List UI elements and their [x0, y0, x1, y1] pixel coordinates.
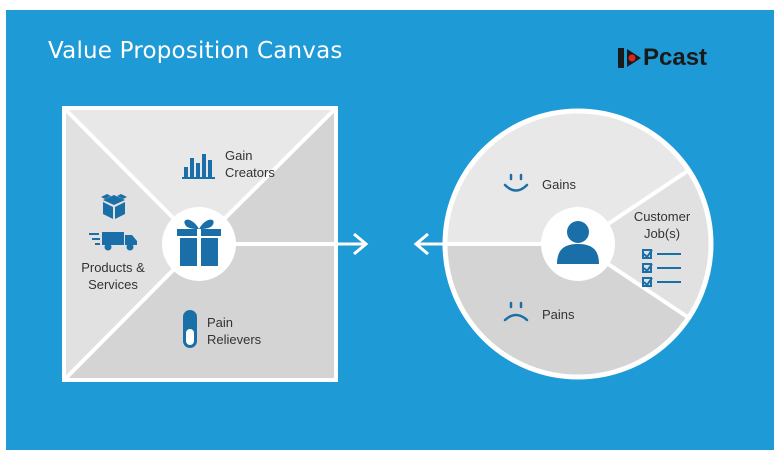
logo-bar [618, 48, 624, 68]
customer-jobs-label: Customer Job(s) [626, 208, 698, 242]
pain-relievers-line2: Relievers [207, 332, 262, 347]
pill-icon [183, 310, 197, 348]
pains-label: Pains [542, 307, 575, 322]
pain-relievers-line1: Pain [207, 315, 234, 330]
bar-chart-icon [182, 154, 215, 179]
customer-profile-circle [442, 108, 714, 380]
smile-icon [503, 173, 529, 192]
gift-icon [177, 219, 221, 266]
brand-logo: Pcast [618, 44, 707, 72]
checklist-icon [642, 249, 681, 287]
gains-label: Gains [542, 177, 576, 192]
customer-jobs-line2: Job(s) [643, 226, 681, 241]
gain-creators-line1: Gain [225, 148, 253, 163]
slide-canvas: Value Proposition Canvas Pcast [6, 10, 774, 450]
products-services-label: Products & Services [72, 259, 154, 293]
customer-jobs-line1: Customer [633, 209, 691, 224]
gain-creators-line2: Creators [225, 165, 275, 180]
pain-relievers-label: Pain Relievers [207, 314, 261, 348]
gain-creators-label: Gain Creators [225, 147, 275, 181]
logo-text: Pcast [643, 44, 708, 71]
user-icon [557, 221, 599, 264]
arrow-right [236, 232, 369, 256]
vpc-diagram [62, 106, 714, 382]
frown-icon [503, 301, 529, 322]
page-title: Value Proposition Canvas [48, 38, 343, 64]
box-truck-icon [89, 194, 137, 251]
products-services-line1: Products & [81, 260, 145, 275]
products-services-line2: Services [88, 277, 138, 292]
logo-mark-icon [627, 49, 641, 67]
